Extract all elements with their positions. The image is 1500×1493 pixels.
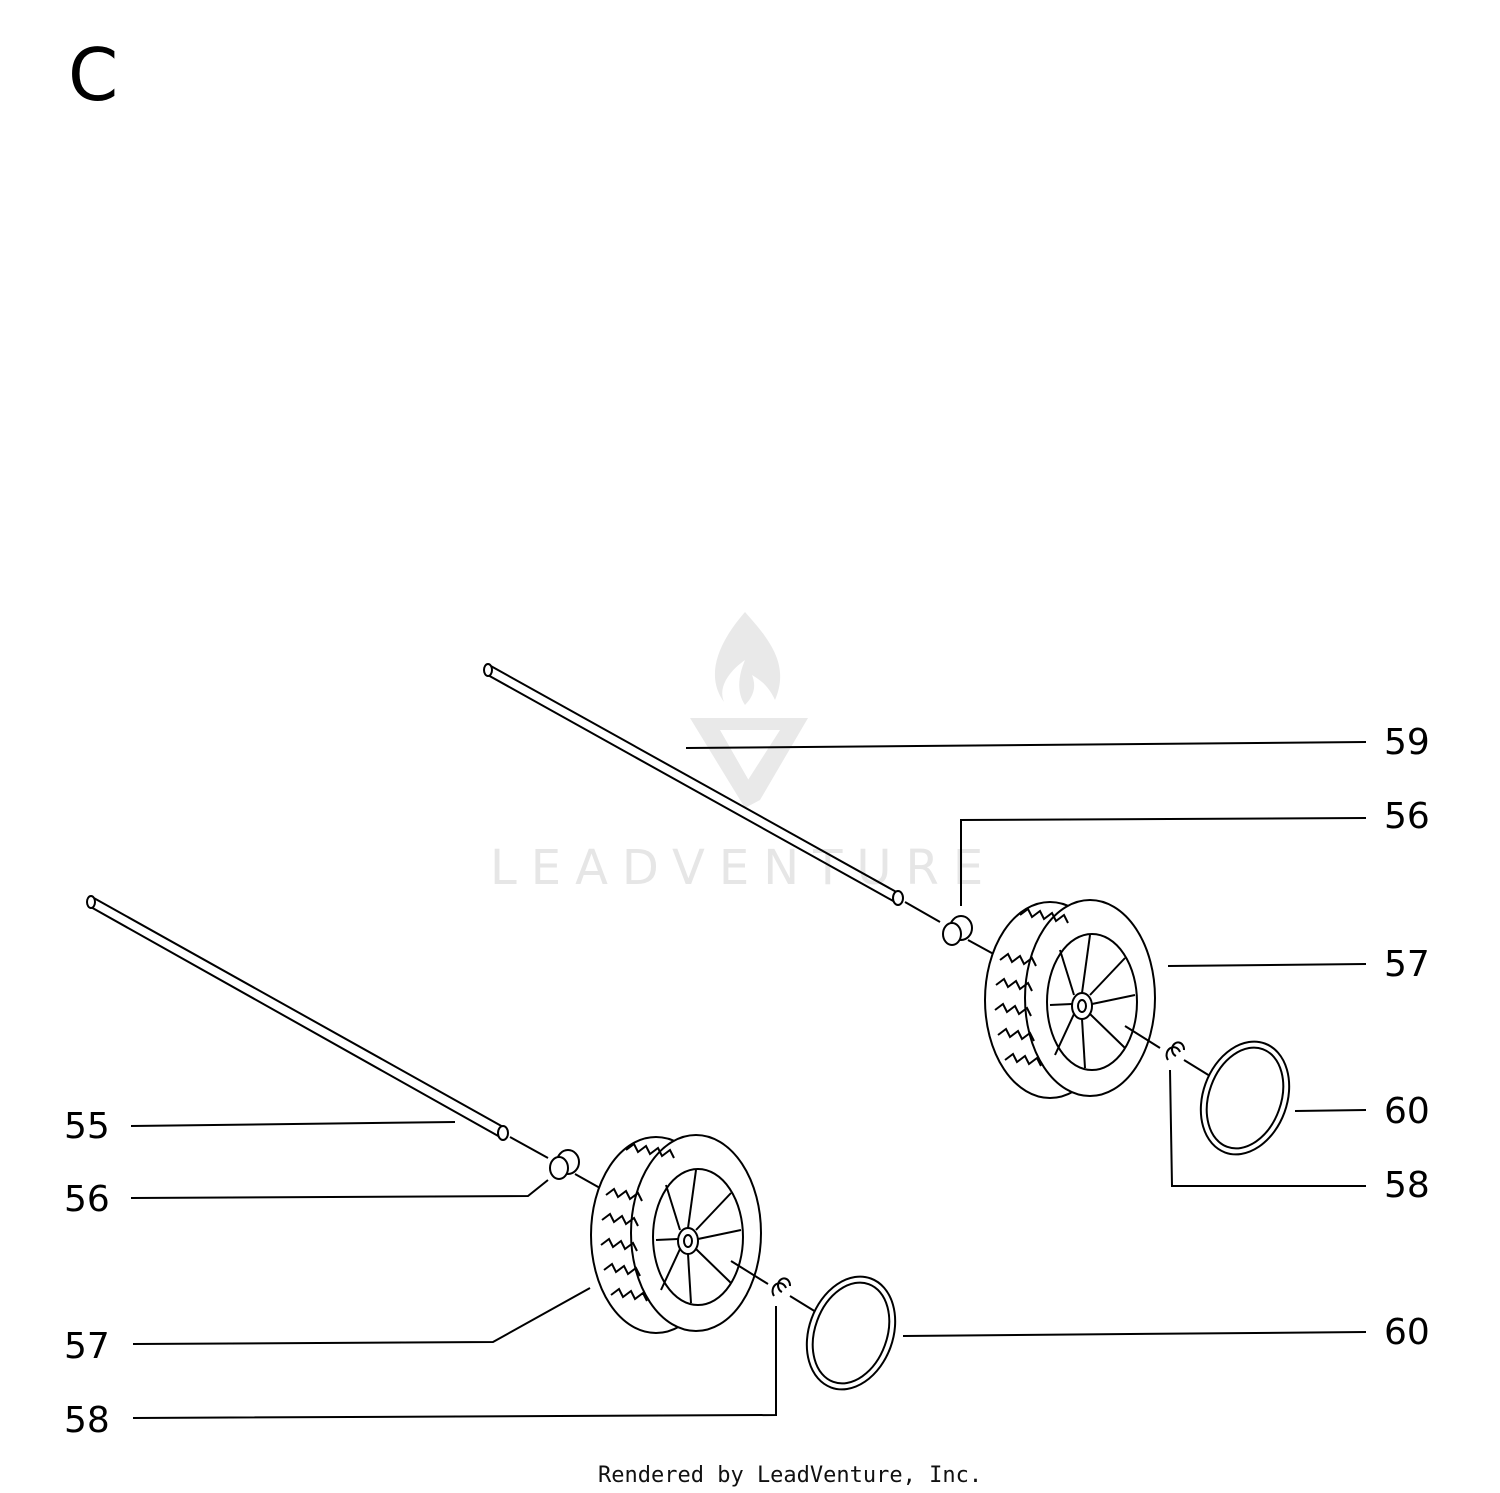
- callout-58-upper: 58: [1384, 1165, 1430, 1206]
- flame-logo-icon: [690, 612, 808, 808]
- upper-wheel: [984, 899, 1161, 1099]
- lower-wheel: [590, 1134, 769, 1334]
- callout-57-lower: 57: [64, 1326, 110, 1367]
- callout-labels: 59 56 57 60 58 55 56 57 60 58: [64, 722, 1430, 1441]
- footer-credit: Rendered by LeadVenture, Inc.: [598, 1463, 982, 1488]
- watermark: LEADVENTURE: [490, 612, 997, 896]
- callout-60-upper: 60: [1384, 1091, 1430, 1132]
- lower-hubcap: [805, 1275, 897, 1391]
- upper-axle: [483, 663, 941, 923]
- lower-axle: [86, 895, 549, 1159]
- leader-lines: [130, 741, 1367, 1419]
- callout-59: 59: [1384, 722, 1430, 763]
- lower-clip: [771, 1277, 817, 1313]
- callout-60-lower: 60: [1384, 1312, 1430, 1353]
- upper-clip: [1165, 1041, 1211, 1077]
- callout-56-lower: 56: [64, 1179, 110, 1220]
- callout-58-lower: 58: [64, 1400, 110, 1441]
- watermark-text: LEADVENTURE: [490, 840, 997, 896]
- callout-56-upper: 56: [1384, 796, 1430, 837]
- upper-bushing: [942, 915, 1011, 964]
- callout-57-upper: 57: [1384, 944, 1430, 985]
- section-label: C: [68, 33, 118, 117]
- upper-hubcap: [1199, 1040, 1291, 1156]
- callout-55: 55: [64, 1106, 110, 1147]
- lower-bushing: [549, 1149, 617, 1198]
